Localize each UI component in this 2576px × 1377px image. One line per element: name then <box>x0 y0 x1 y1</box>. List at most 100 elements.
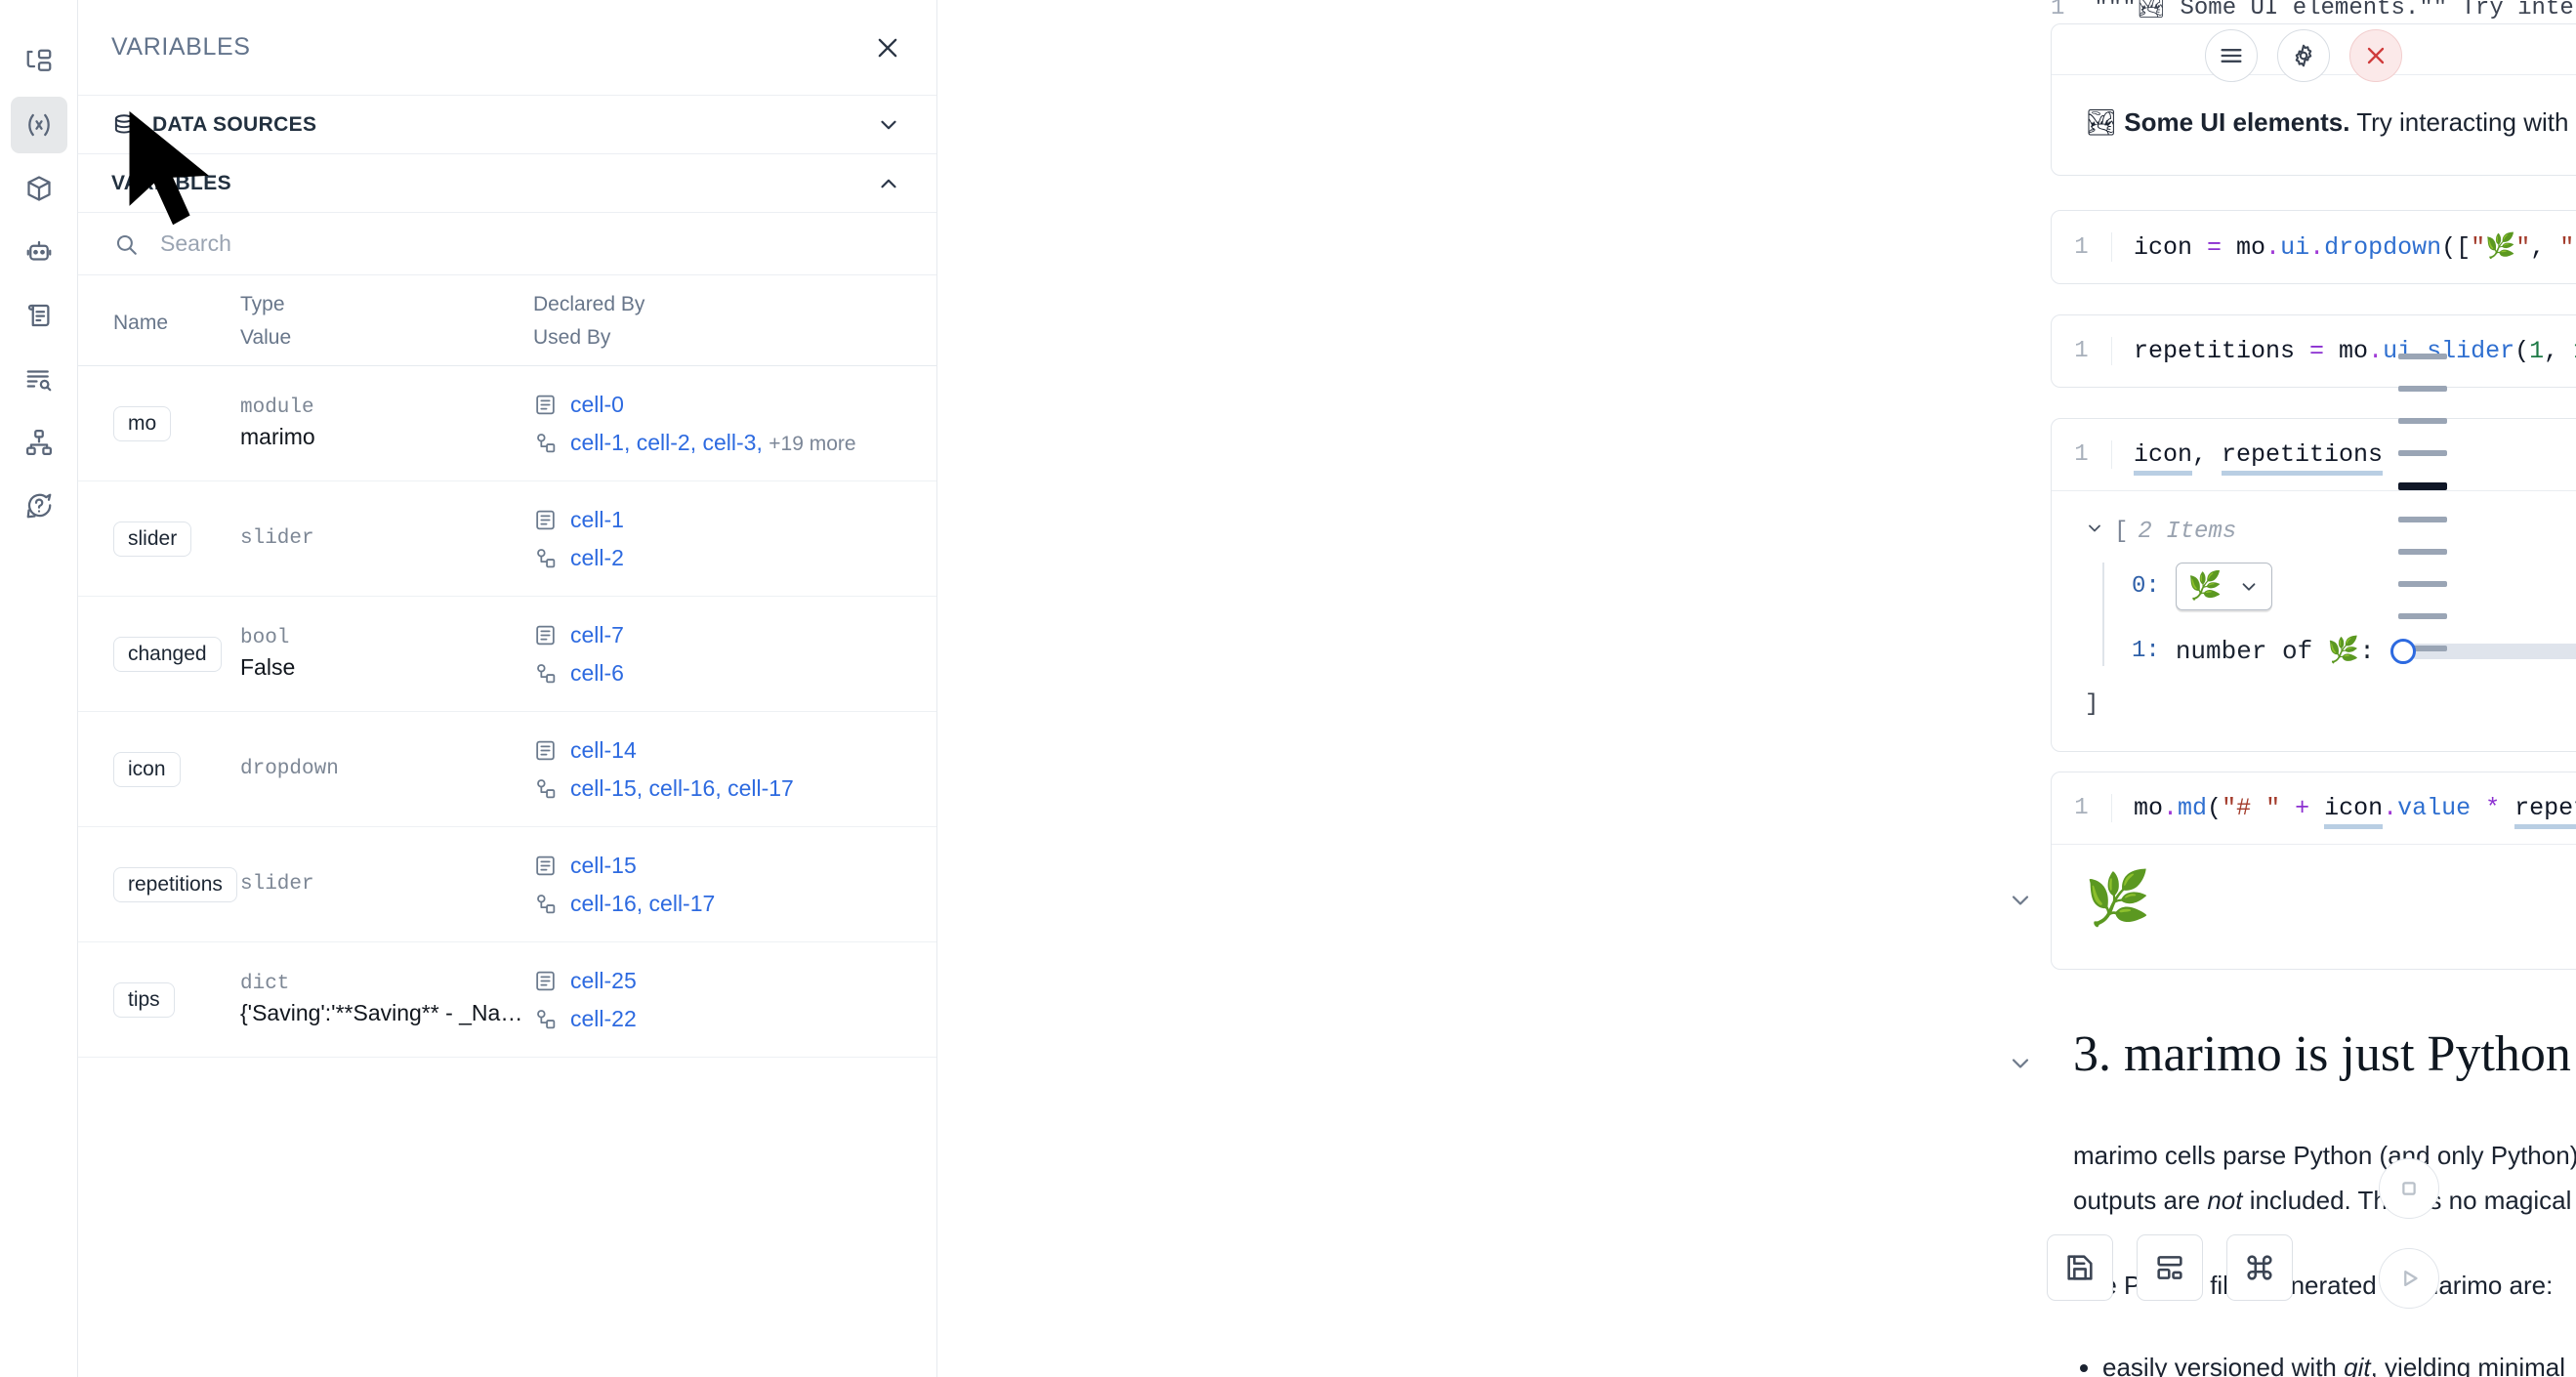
collapse-chevron-md-cell[interactable] <box>2007 887 2034 914</box>
minimap-dash[interactable] <box>2398 517 2447 522</box>
cell-link[interactable]: cell-14 <box>570 736 637 763</box>
section-data-sources-label: DATA SOURCES <box>152 112 317 136</box>
variable-type: slider <box>240 873 314 896</box>
variables-icon[interactable] <box>10 97 67 153</box>
variable-name-chip[interactable]: repetitions <box>113 866 237 902</box>
minimap-dash[interactable] <box>2398 613 2447 619</box>
used-by-icon <box>533 431 558 455</box>
chevron-up-icon[interactable] <box>876 171 901 196</box>
slider-handle[interactable] <box>2389 638 2416 664</box>
cell-settings-button[interactable] <box>2277 29 2330 82</box>
section-data-sources[interactable]: DATA SOURCES <box>78 96 936 154</box>
cell-delete-button[interactable] <box>2349 29 2402 82</box>
declared-by-icon <box>533 969 558 993</box>
minimap-dash[interactable] <box>2398 354 2447 359</box>
cell-link[interactable]: cell-7 <box>570 621 624 647</box>
open-bracket: [ <box>2114 519 2129 545</box>
floating-action-bar <box>2047 1234 2293 1301</box>
variable-name-chip[interactable]: icon <box>113 751 181 787</box>
run-button[interactable] <box>2379 1248 2439 1309</box>
chevron-down-icon[interactable] <box>2085 519 2104 545</box>
slider-track[interactable] <box>2408 643 2576 659</box>
chevron-down-icon[interactable] <box>876 112 901 138</box>
cell-link[interactable]: cell-22 <box>570 1005 637 1031</box>
list-output-header[interactable]: [ 2 Items <box>2085 519 2576 545</box>
cell-link[interactable]: cell-17 <box>727 774 794 801</box>
section-variables[interactable]: VARIABLES <box>78 154 936 213</box>
code-line[interactable]: 1 repetitions = mo.ui.slider(1, 16, labe… <box>2052 315 2576 387</box>
cell-link-group: cell-16, cell-17 <box>570 890 716 916</box>
cell-link[interactable]: cell-25 <box>570 967 637 993</box>
minimap-dash[interactable] <box>2398 581 2447 587</box>
code-cell-display[interactable]: 1 icon, repetitions [ 2 Items 0: <box>2051 418 2576 752</box>
more-cells-label[interactable]: +19 more <box>769 432 856 455</box>
variable-refs-cell: cell-14 cell-15, cell-16, cell-17 <box>533 737 927 802</box>
minimap-dash[interactable] <box>2398 646 2447 651</box>
collapse-chevron-section[interactable] <box>2007 1050 2034 1077</box>
scratchpad-icon[interactable] <box>11 287 67 344</box>
file-explorer-icon[interactable] <box>11 33 67 90</box>
variables-panel: VARIABLES DATA SOURCES VARIABLES <box>78 0 937 1377</box>
slider-control[interactable] <box>2389 638 2576 664</box>
variable-type: dropdown <box>240 758 339 780</box>
variable-name-chip[interactable]: mo <box>113 405 172 441</box>
bullet1-part-b: , yielding minimal diffs <box>2370 1353 2565 1377</box>
cell-link[interactable]: cell-0 <box>570 391 624 417</box>
cell-link[interactable]: cell-16 <box>648 774 716 801</box>
code-line[interactable]: 1 mo.md("# " + icon.value * repetitions.… <box>2052 772 2576 844</box>
ai-assistant-icon[interactable] <box>11 224 67 280</box>
variable-name-chip[interactable]: tips <box>113 981 175 1018</box>
minimap-dash[interactable] <box>2398 418 2447 424</box>
cell-link[interactable]: cell-6 <box>570 659 624 686</box>
variable-type: module <box>240 396 314 419</box>
close-icon[interactable] <box>874 34 901 62</box>
minimap[interactable] <box>2398 354 2447 678</box>
command-palette-button[interactable] <box>2226 1234 2293 1301</box>
dropdown-value: 🌿 <box>2187 573 2223 604</box>
cell-link[interactable]: cell-2 <box>636 429 690 455</box>
minimap-dash[interactable] <box>2398 482 2447 490</box>
cell-link-group: cell-15 <box>570 853 637 879</box>
cell-link[interactable]: cell-3 <box>702 429 757 455</box>
cell-link[interactable]: cell-1 <box>570 506 624 532</box>
cell-menu-button[interactable] <box>2205 29 2258 82</box>
cell-link[interactable]: cell-1 <box>570 429 624 455</box>
search-input[interactable] <box>158 230 901 258</box>
code-cell-slider[interactable]: 1 repetitions = mo.ui.slider(1, 16, labe… <box>2051 314 2576 388</box>
variable-name-cell: repetitions <box>113 866 240 902</box>
used-by-line: cell-6 <box>533 660 927 687</box>
list-item: easily versioned with git, yielding mini… <box>2102 1353 2576 1377</box>
outline-icon[interactable] <box>11 351 67 407</box>
cell-link-group: cell-1 <box>570 507 624 533</box>
variable-type: slider <box>240 527 314 550</box>
code-cell-dropdown[interactable]: 1 icon = mo.ui.dropdown(["🌿", "🏞", "✨"],… <box>2051 210 2576 284</box>
help-icon[interactable] <box>11 478 67 534</box>
variable-name-chip[interactable]: slider <box>113 521 192 557</box>
code-cell-md[interactable]: 1 mo.md("# " + icon.value * repetitions.… <box>2051 772 2576 970</box>
code-line[interactable]: 1 icon = mo.ui.dropdown(["🌿", "🏞", "✨"],… <box>2052 211 2576 283</box>
minimap-dash[interactable] <box>2398 549 2447 555</box>
md-cell-output: 🌿 <box>2052 844 2576 969</box>
cell-link[interactable]: cell-15 <box>570 774 637 801</box>
save-button[interactable] <box>2047 1234 2113 1301</box>
table-row: icon dropdown cell-14 cell-15, cell-16, cel… <box>78 712 936 827</box>
dependency-graph-icon[interactable] <box>11 414 67 471</box>
cell-link[interactable]: cell-15 <box>570 852 637 878</box>
variable-name-chip[interactable]: changed <box>113 636 222 672</box>
dropdown-select[interactable]: 🌿 <box>2175 563 2272 610</box>
cell-link[interactable]: cell-2 <box>570 544 624 570</box>
minimap-dash[interactable] <box>2398 450 2447 456</box>
minimap-dash[interactable] <box>2398 386 2447 392</box>
used-by-line: cell-16, cell-17 <box>533 891 927 917</box>
code-line[interactable]: 1 icon, repetitions <box>2052 419 2576 490</box>
layout-button[interactable] <box>2137 1234 2203 1301</box>
declared-by-icon <box>533 393 558 417</box>
used-by-line: cell-15, cell-16, cell-17 <box>533 775 927 802</box>
variable-name-cell: icon <box>113 751 240 787</box>
stop-button[interactable] <box>2379 1158 2439 1219</box>
cell-link[interactable]: cell-17 <box>648 890 716 916</box>
cell-link[interactable]: cell-16 <box>570 890 637 916</box>
packages-icon[interactable] <box>11 160 67 217</box>
